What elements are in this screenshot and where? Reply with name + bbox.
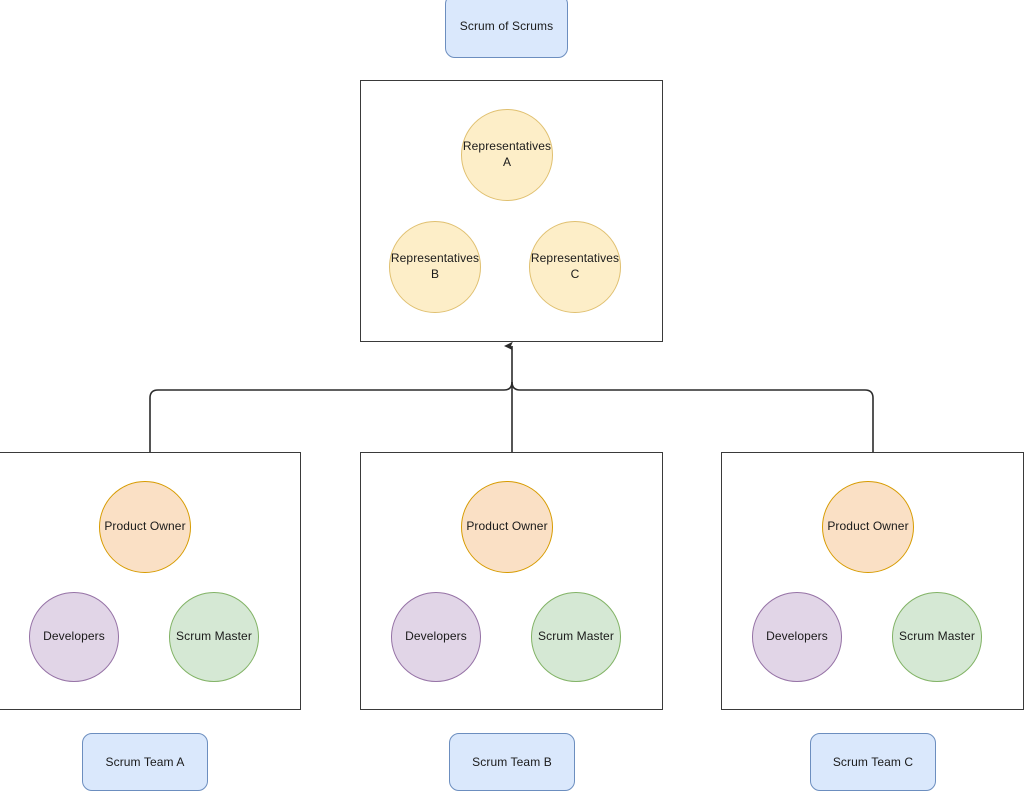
- scrum-team-c-label-box[interactable]: Scrum Team C: [810, 733, 936, 791]
- team-a-developers-circle[interactable]: Developers: [29, 592, 119, 682]
- team-b-product-owner-label: Product Owner: [466, 519, 548, 534]
- team-c-scrum-master-label: Scrum Master: [899, 629, 975, 644]
- team-c-developers-circle[interactable]: Developers: [752, 592, 842, 682]
- scrum-team-b-label-box[interactable]: Scrum Team B: [449, 733, 575, 791]
- team-a-scrum-master-label: Scrum Master: [176, 629, 252, 644]
- team-c-developers-label: Developers: [766, 629, 828, 644]
- scrum-of-scrums-label-box[interactable]: Scrum of Scrums: [445, 0, 568, 58]
- scrum-team-b-container[interactable]: Product Owner Developers Scrum Master: [360, 452, 663, 710]
- scrum-of-scrums-container[interactable]: Representatives A Representatives B Repr…: [360, 80, 663, 342]
- connector-team-a: [149, 381, 513, 452]
- representatives-b-circle[interactable]: Representatives B: [389, 221, 481, 313]
- representatives-a-circle[interactable]: Representatives A: [461, 109, 553, 201]
- team-a-product-owner-circle[interactable]: Product Owner: [99, 481, 191, 573]
- scrum-team-a-label-text: Scrum Team A: [105, 754, 185, 769]
- team-c-scrum-master-circle[interactable]: Scrum Master: [892, 592, 982, 682]
- team-c-product-owner-circle[interactable]: Product Owner: [822, 481, 914, 573]
- team-b-scrum-master-circle[interactable]: Scrum Master: [531, 592, 621, 682]
- team-a-scrum-master-circle[interactable]: Scrum Master: [169, 592, 259, 682]
- scrum-team-a-container[interactable]: Product Owner Developers Scrum Master: [0, 452, 301, 710]
- connector-team-c: [511, 381, 874, 452]
- team-b-scrum-master-label: Scrum Master: [538, 629, 614, 644]
- scrum-team-c-container[interactable]: Product Owner Developers Scrum Master: [721, 452, 1024, 710]
- representatives-a-label: Representatives A: [462, 139, 552, 169]
- team-b-developers-circle[interactable]: Developers: [391, 592, 481, 682]
- representatives-c-circle[interactable]: Representatives C: [529, 221, 621, 313]
- representatives-c-label: Representatives C: [530, 251, 620, 281]
- team-a-product-owner-label: Product Owner: [104, 519, 186, 534]
- team-b-product-owner-circle[interactable]: Product Owner: [461, 481, 553, 573]
- scrum-team-c-label-text: Scrum Team C: [832, 754, 914, 769]
- scrum-team-a-label-box[interactable]: Scrum Team A: [82, 733, 208, 791]
- representatives-b-label: Representatives B: [390, 251, 480, 281]
- scrum-team-b-label-text: Scrum Team B: [472, 754, 552, 769]
- scrum-of-scrums-label-text: Scrum of Scrums: [459, 18, 554, 33]
- team-c-product-owner-label: Product Owner: [827, 519, 909, 534]
- team-a-developers-label: Developers: [43, 629, 105, 644]
- team-b-developers-label: Developers: [405, 629, 467, 644]
